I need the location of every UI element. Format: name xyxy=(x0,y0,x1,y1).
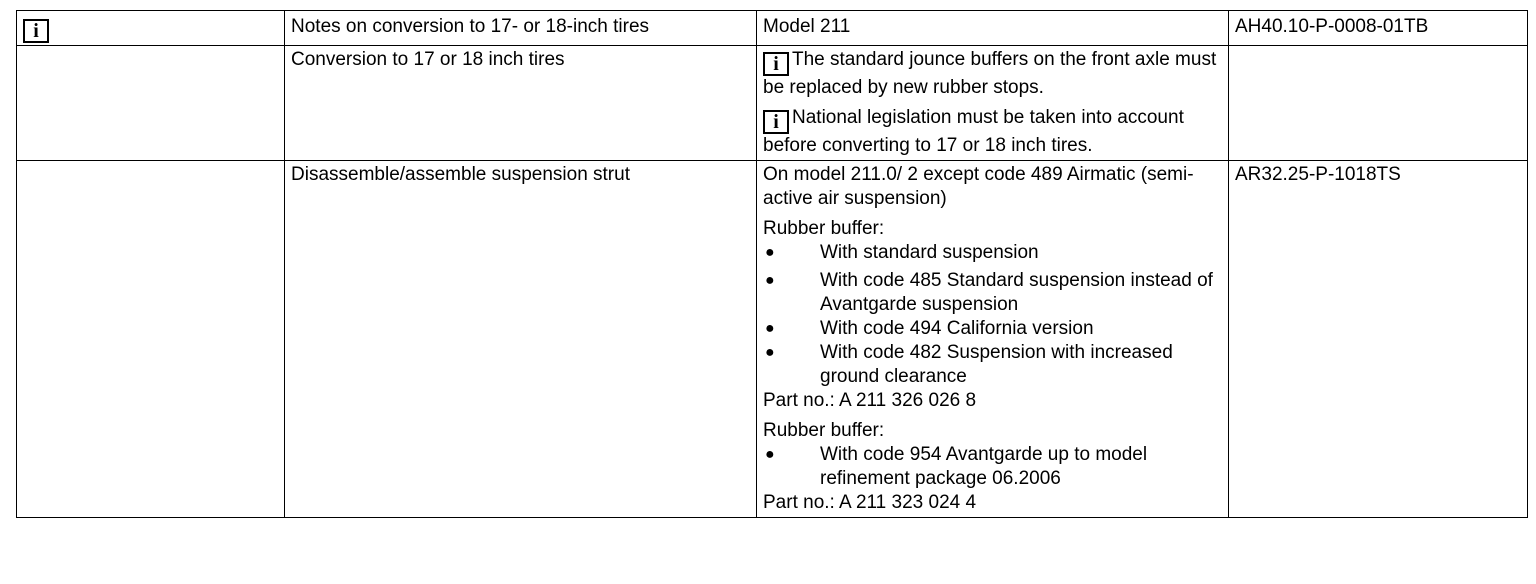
bullet-icon: ● xyxy=(765,344,775,361)
empty-cell xyxy=(16,160,285,518)
suspension-strut-ref: AR32.25-P-1018TS xyxy=(1228,160,1528,518)
list-item: ●With code 494 California version xyxy=(765,318,1094,339)
bullet-list-2: ●With code 954 Avantgarde up to model re… xyxy=(763,443,1223,491)
bullet-icon: ● xyxy=(765,320,775,337)
empty-cell xyxy=(16,45,285,161)
empty-cell xyxy=(1228,45,1528,161)
conversion-title: Conversion to 17 or 18 inch tires xyxy=(284,45,757,161)
model-condition: On model 211.0/ 2 except code 489 Airmat… xyxy=(763,164,1194,209)
suspension-strut-row: Disassemble/assemble suspension strut On… xyxy=(16,160,1528,518)
part-number: Part no.: A 211 323 024 4 xyxy=(763,492,977,513)
document-table: i Notes on conversion to 17- or 18-inch … xyxy=(16,10,1528,518)
list-item: ●With code 485 Standard suspension inste… xyxy=(765,270,1213,315)
rubber-buffer-label: Rubber buffer: xyxy=(763,420,885,441)
list-item: ●With code 482 Suspension with increased… xyxy=(765,342,1173,387)
suspension-strut-details: On model 211.0/ 2 except code 489 Airmat… xyxy=(756,160,1229,518)
info-icon: i xyxy=(23,19,49,43)
header-icon-cell: i xyxy=(16,10,285,46)
bullet-list-1: ●With standard suspension ●With code 485… xyxy=(763,241,1223,389)
rubber-buffer-label: Rubber buffer: xyxy=(763,218,885,239)
bullet-icon: ● xyxy=(765,244,775,261)
header-row: i Notes on conversion to 17- or 18-inch … xyxy=(16,10,1528,46)
info-icon: i xyxy=(763,110,789,134)
header-title: Notes on conversion to 17- or 18-inch ti… xyxy=(284,10,757,46)
part-number: Part no.: A 211 326 026 8 xyxy=(763,390,977,411)
note-text: The standard jounce buffers on the front… xyxy=(763,49,1217,98)
info-icon: i xyxy=(763,52,789,76)
header-model: Model 211 xyxy=(756,10,1229,46)
list-item: ●With code 954 Avantgarde up to model re… xyxy=(765,444,1148,489)
suspension-strut-title: Disassemble/assemble suspension strut xyxy=(284,160,757,518)
list-item: ●With standard suspension xyxy=(765,242,1039,263)
bullet-icon: ● xyxy=(765,446,775,463)
note-text: National legislation must be taken into … xyxy=(763,107,1184,156)
header-doc-ref: AH40.10-P-0008-01TB xyxy=(1228,10,1528,46)
bullet-icon: ● xyxy=(765,272,775,289)
